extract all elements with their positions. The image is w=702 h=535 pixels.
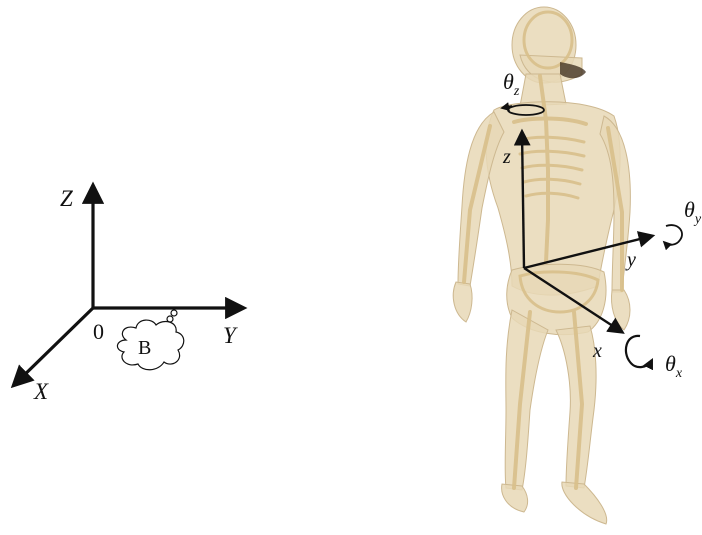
theta-y-label: θy xyxy=(684,197,702,227)
rotation-arrow-y xyxy=(664,225,682,245)
body-x-label: x xyxy=(592,340,602,362)
world-z-label: Z xyxy=(60,186,73,211)
world-origin-label: 0 xyxy=(93,319,104,344)
theta-x-label: θx xyxy=(665,351,683,381)
rotation-arrow-x xyxy=(626,336,652,367)
body-z-label: z xyxy=(502,146,511,168)
world-x-axis xyxy=(14,308,93,385)
body-y-label: y xyxy=(625,249,636,271)
human-figure xyxy=(453,7,630,524)
world-y-label: Y xyxy=(223,323,238,348)
world-x-label: X xyxy=(33,379,49,404)
theta-z-label: θz xyxy=(503,69,520,99)
cloud-label: B xyxy=(138,337,151,359)
world-frame: Z Y X 0 B xyxy=(14,186,243,404)
